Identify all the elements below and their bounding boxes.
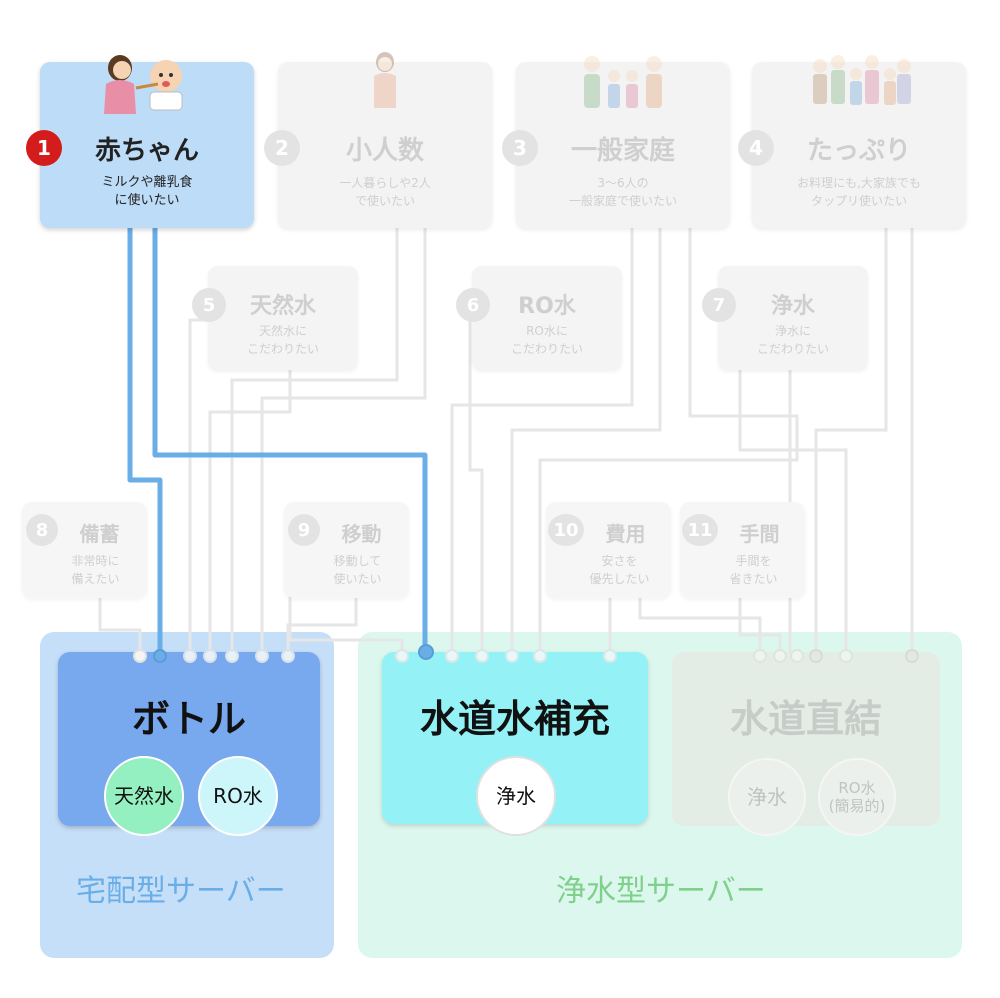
- need-title: 小人数: [345, 136, 424, 166]
- need-card-baby[interactable]: 1 赤ちゃん ミルクや離乳食 に使いたい: [26, 55, 254, 228]
- need-number-badge: 6: [456, 288, 490, 322]
- need-card-plenty[interactable]: 4 たっぷり お料理にも,大家族でも タップリ使いたい: [738, 55, 966, 228]
- need-card-natural-water[interactable]: 5 天然水 天然水に こだわりたい: [192, 266, 358, 370]
- large-family-icon: [813, 55, 911, 105]
- refill-server-title: 水道水補充: [419, 697, 610, 741]
- purified-water-circle: 浄水: [476, 756, 556, 836]
- need-title: 移動: [341, 522, 382, 546]
- need-description: 移動して 使いたい: [333, 554, 382, 586]
- need-card-small-household[interactable]: 2 小人数 一人暮らしや2人 で使いたい: [264, 52, 492, 228]
- need-title: 天然水: [249, 294, 316, 319]
- need-number-badge: 2: [264, 130, 300, 166]
- need-number-badge: 4: [738, 130, 774, 166]
- need-number-badge: 7: [702, 288, 736, 322]
- delivery-server-label: 宅配型サーバー: [76, 874, 286, 909]
- need-description: RO水に こだわりたい: [510, 324, 583, 356]
- need-description: 天然水に こだわりたい: [246, 324, 319, 356]
- bottle-server-box[interactable]: ボトル 天然水 RO水: [58, 652, 320, 836]
- need-card-stockpile[interactable]: 8 備蓄 非常時に 備えたい: [22, 502, 147, 598]
- need-title: RO水: [518, 294, 576, 319]
- natural-water-circle: 天然水: [104, 756, 184, 836]
- direct-server-title: 水道直結: [729, 697, 882, 741]
- direct-server-box[interactable]: 水道直結 浄水 RO水 (簡易的): [672, 652, 940, 836]
- need-description: 浄水に こだわりたい: [756, 324, 829, 356]
- purifier-server-label: 浄水型サーバー: [556, 874, 766, 909]
- need-number-badge: 9: [288, 514, 320, 546]
- need-description: 一人暮らしや2人 で使いたい: [339, 176, 431, 208]
- need-number-badge: 10: [548, 514, 584, 546]
- family-icon: [584, 56, 662, 108]
- mother-feeding-baby-icon: [104, 55, 183, 114]
- ro-water-circle: RO水: [198, 756, 278, 836]
- need-title: 浄水: [770, 294, 815, 319]
- purified-water-circle: 浄水: [728, 758, 806, 836]
- bottle-server-title: ボトル: [131, 697, 246, 741]
- need-description: 3〜6人の 一般家庭で使いたい: [568, 176, 677, 208]
- need-card-purified-water[interactable]: 7 浄水 浄水に こだわりたい: [702, 266, 868, 370]
- ro-water-simple-circle: RO水 (簡易的): [818, 758, 896, 836]
- need-description: 非常時に 備えたい: [71, 554, 120, 586]
- need-title: たっぷり: [806, 136, 911, 166]
- need-card-cost[interactable]: 10 費用 安さを 優先したい: [546, 502, 671, 598]
- need-number-badge: 5: [192, 288, 226, 322]
- need-card-general-family[interactable]: 3 一般家庭 3〜6人の 一般家庭で使いたい: [502, 56, 730, 228]
- need-title: 赤ちゃん: [94, 136, 199, 166]
- need-title: 費用: [605, 522, 646, 546]
- need-card-effort[interactable]: 11 手間 手間を 省きたい: [680, 502, 805, 598]
- need-number-badge: 11: [682, 514, 718, 546]
- need-description: 安さを 優先したい: [589, 554, 650, 586]
- need-description: 手間を 省きたい: [729, 554, 778, 586]
- woman-icon: [374, 52, 396, 108]
- need-number-badge: 1: [26, 130, 62, 166]
- refill-server-box[interactable]: 水道水補充 浄水: [382, 652, 648, 836]
- need-description: お料理にも,大家族でも タップリ使いたい: [797, 176, 921, 208]
- need-card-portable[interactable]: 9 移動 移動して 使いたい: [284, 502, 409, 598]
- need-title: 備蓄: [79, 522, 120, 546]
- need-title: 手間: [739, 522, 780, 546]
- need-number-badge: 3: [502, 130, 538, 166]
- need-number-badge: 8: [26, 514, 58, 546]
- need-title: 一般家庭: [570, 136, 675, 166]
- active-connection-lines: [127, 226, 428, 656]
- need-card-ro-water[interactable]: 6 RO水 RO水に こだわりたい: [456, 266, 622, 370]
- need-description: ミルクや離乳食 に使いたい: [101, 175, 193, 208]
